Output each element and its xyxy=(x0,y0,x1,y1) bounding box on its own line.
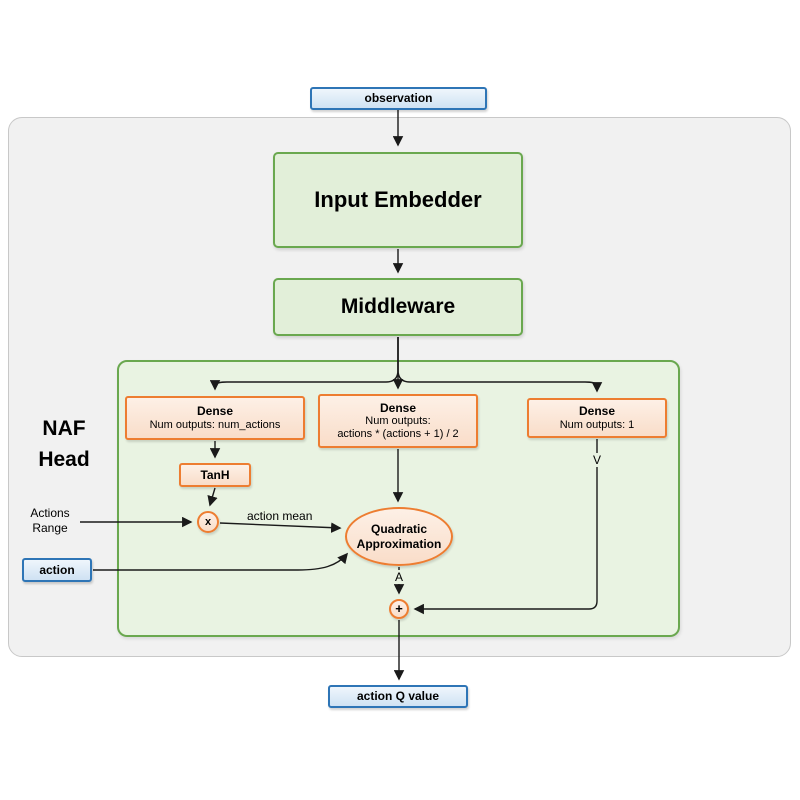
dense-lower-outputs-line2: actions * (actions + 1) / 2 xyxy=(337,428,459,441)
dense-actions-title: Dense xyxy=(196,404,234,419)
naf-head-title-line1: NAF xyxy=(42,417,86,440)
input-embedder-node: Input Embedder xyxy=(273,152,523,248)
multiply-node: x xyxy=(197,511,219,533)
observation-label: observation xyxy=(364,91,433,106)
actions-range-line2: Range xyxy=(32,521,68,535)
middleware-label: Middleware xyxy=(340,294,456,318)
tanh-label: TanH xyxy=(200,467,230,482)
dense-actions-outputs: Num outputs: num_actions xyxy=(149,418,281,431)
state-value-label: V xyxy=(589,453,605,467)
naf-head-title: NAF Head xyxy=(22,413,106,475)
dense-lower-outputs-line1: Num outputs: xyxy=(365,415,431,428)
quadratic-approximation-node: Quadratic Approximation xyxy=(345,507,453,566)
dense-value-node: Dense Num outputs: 1 xyxy=(527,398,667,438)
actions-range-label: Actions Range xyxy=(18,506,82,536)
observation-node: observation xyxy=(310,87,487,110)
quadratic-line2: Approximation xyxy=(356,536,442,551)
multiply-label: x xyxy=(204,515,212,528)
action-q-value-label: action Q value xyxy=(356,689,440,704)
dense-actions-node: Dense Num outputs: num_actions xyxy=(125,396,305,440)
sum-node: + xyxy=(389,599,409,619)
dense-value-outputs: Num outputs: 1 xyxy=(559,418,635,431)
tanh-node: TanH xyxy=(179,463,251,487)
dense-lower-title: Dense xyxy=(379,400,417,415)
advantage-label: A xyxy=(391,570,407,584)
action-q-value-node: action Q value xyxy=(328,685,468,708)
action-node: action xyxy=(22,558,92,582)
quadratic-line1: Quadratic xyxy=(370,521,427,536)
input-embedder-label: Input Embedder xyxy=(314,187,482,213)
action-mean-label: action mean xyxy=(247,509,313,523)
sum-label: + xyxy=(395,601,403,617)
actions-range-line1: Actions xyxy=(30,506,70,520)
action-label: action xyxy=(39,562,75,577)
dense-value-title: Dense xyxy=(578,404,616,419)
middleware-node: Middleware xyxy=(273,278,523,336)
dense-lower-triangular-node: Dense Num outputs: actions * (actions + … xyxy=(318,394,478,448)
naf-head-title-line2: Head xyxy=(38,448,90,471)
